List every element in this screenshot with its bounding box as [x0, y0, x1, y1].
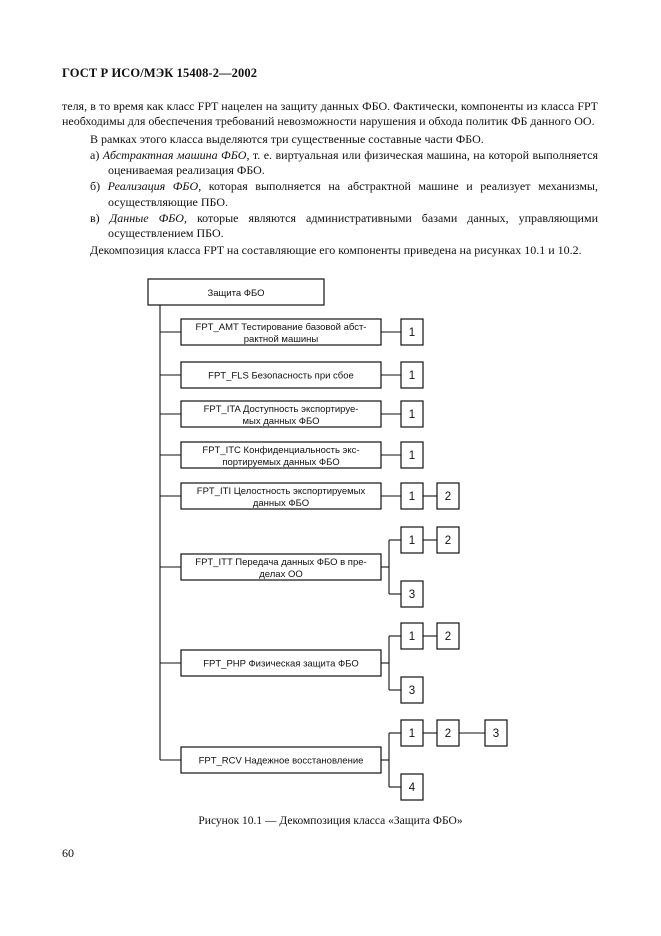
list-term: Абстрактная машина ФБО — [102, 147, 247, 162]
family-label: FPT_ITA Доступность экспортируе- — [204, 404, 359, 415]
page-number: 60 — [62, 846, 74, 860]
component-number: 1 — [409, 491, 415, 503]
component-box — [400, 318, 424, 346]
list-item-b: б) Реализация ФБО, которая выполняется н… — [62, 179, 598, 210]
family-label: FPT_RCV Надежное восстановление — [199, 756, 364, 767]
root-box — [147, 278, 325, 306]
document-header: ГОСТ Р ИСО/МЭК 15408-2—2002 — [62, 66, 258, 80]
paragraph-decomposition: Декомпозиция класса FPT на составляющие … — [90, 242, 582, 257]
component-box — [484, 719, 508, 747]
component-box — [436, 482, 460, 510]
component-box — [400, 676, 424, 704]
root-label: Защита ФБО — [207, 288, 264, 299]
list-term: Данные ФБО, — [109, 211, 187, 226]
family-box — [180, 361, 382, 389]
component-number: 2 — [445, 631, 451, 643]
family-label: FPT_PHP Физическая защита ФБО — [203, 659, 359, 670]
family-label: портируемых данных ФБО — [222, 457, 339, 468]
paragraph-intro: теля, в то время как класс FPT нацелен н… — [62, 99, 598, 129]
component-box — [400, 400, 424, 428]
family-box — [180, 482, 382, 510]
list-marker: в) — [90, 211, 110, 226]
family-label: FPT_ITC Конфиденциальность экс- — [202, 445, 359, 456]
component-box — [436, 526, 460, 554]
paragraph-parts: В рамках этого класса выделяются три сущ… — [90, 131, 484, 146]
list-text: которые являются административными базам… — [108, 211, 598, 241]
component-number: 3 — [409, 685, 415, 697]
family-box — [180, 318, 382, 346]
component-box — [400, 580, 424, 608]
family-label: FPT_FLS Безопасность при сбое — [208, 371, 354, 382]
list-item-c: в) Данные ФБО, которые являются админист… — [62, 211, 598, 242]
component-number: 3 — [493, 728, 499, 740]
family-box — [180, 400, 382, 428]
family-label: рактной машины — [244, 334, 319, 345]
component-number: 1 — [409, 728, 415, 740]
component-box — [436, 622, 460, 650]
body-text: теля, в то время как класс FPT нацелен н… — [62, 99, 598, 258]
list-marker: б) — [90, 179, 108, 194]
component-number: 3 — [409, 589, 415, 601]
family-box — [180, 441, 382, 469]
component-number: 1 — [409, 370, 415, 382]
component-box — [400, 441, 424, 469]
list-text: , которая выполняется на абстрактной маш… — [108, 179, 598, 209]
family-label: FPT_AMT Тестирование базовой абст- — [196, 322, 367, 333]
component-number: 1 — [409, 631, 415, 643]
component-box — [400, 361, 424, 389]
family-label: мых данных ФБО — [242, 416, 319, 427]
figure-caption: Рисунок 10.1 — Декомпозиция класса «Защи… — [198, 815, 463, 827]
component-box — [400, 773, 424, 801]
family-label: делах ОО — [259, 569, 303, 580]
family-label: FPT_ITI Целостность экспортируемых — [197, 486, 366, 497]
component-number: 1 — [409, 535, 415, 547]
list-marker: а) — [90, 147, 103, 162]
family-box — [180, 553, 382, 581]
list-term: Реализация ФБО — [107, 179, 199, 194]
family-label: FPT_ITT Передача данных ФБО в пре- — [195, 557, 366, 568]
list-item-a: а) Абстрактная машина ФБО, т. е. виртуал… — [62, 148, 598, 179]
family-box — [180, 649, 382, 677]
component-number: 2 — [445, 728, 451, 740]
component-number: 1 — [409, 450, 415, 462]
component-number: 2 — [445, 535, 451, 547]
component-number: 4 — [409, 782, 416, 794]
component-number: 1 — [409, 409, 415, 421]
family-label: данных ФБО — [253, 498, 309, 509]
component-number: 2 — [445, 491, 451, 503]
component-number: 1 — [409, 327, 415, 339]
list-text: , т. е. виртуальная или физическая машин… — [108, 147, 598, 178]
